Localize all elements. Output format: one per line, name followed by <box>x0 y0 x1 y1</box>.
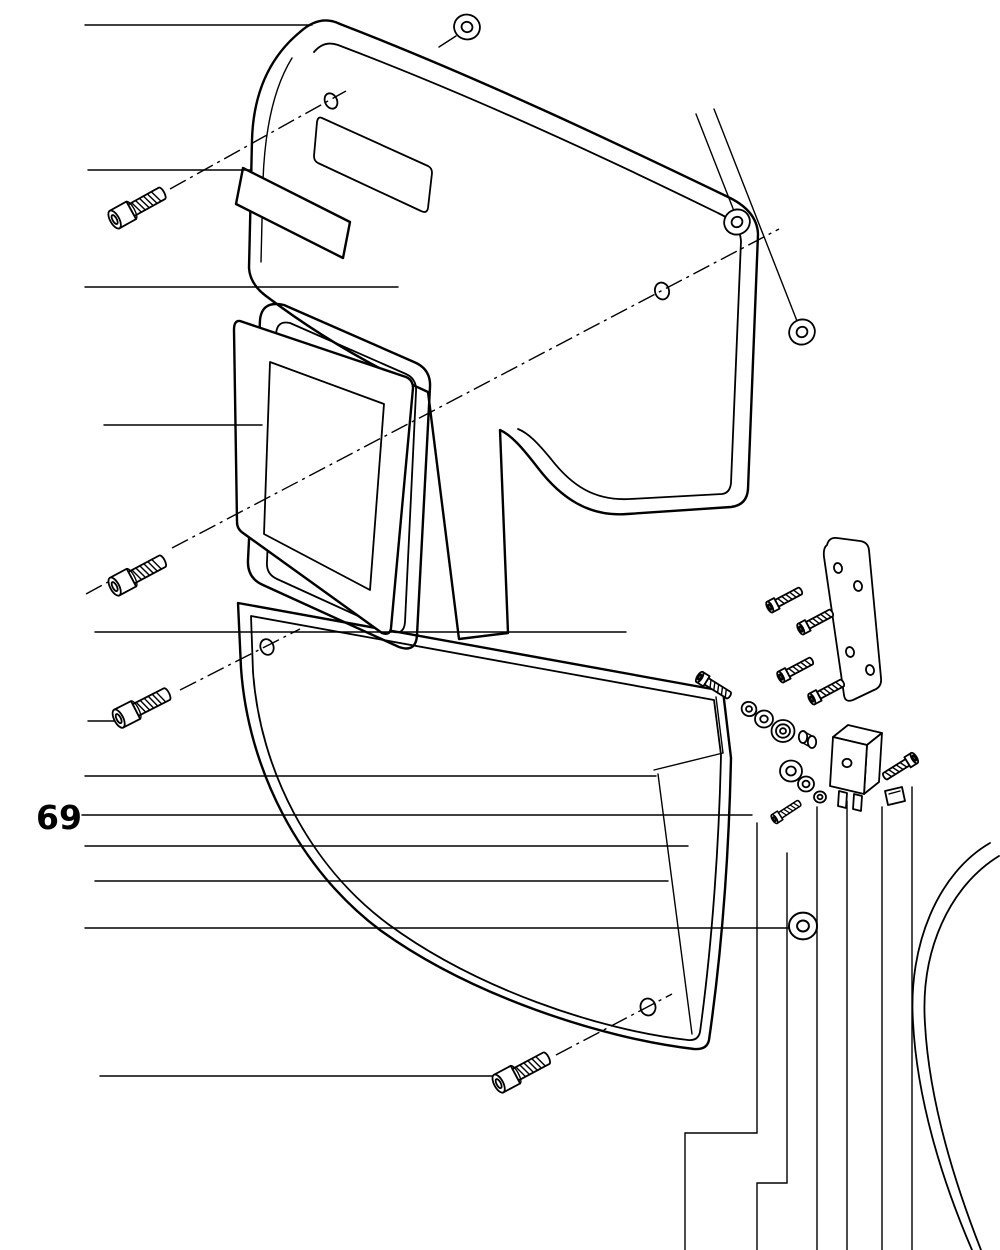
screw-hole <box>639 997 657 1017</box>
callout-lines <box>81 24 792 1077</box>
machine-screw <box>763 584 806 615</box>
part-number-label: 69 <box>36 798 82 837</box>
machine-screw <box>774 654 817 685</box>
machine-screw <box>879 750 921 784</box>
screw-hole <box>259 638 275 656</box>
screw-hole <box>323 92 339 110</box>
flat-washer <box>449 10 485 44</box>
flanged-bearing <box>779 759 827 804</box>
cap-screw <box>105 550 171 599</box>
mounting-bracket-plate <box>822 536 883 702</box>
lower-cover <box>236 601 733 1051</box>
cap-screw <box>104 182 170 232</box>
washer-small <box>754 709 774 729</box>
washer-small <box>740 700 758 718</box>
stepped-leader-lines <box>684 786 913 1250</box>
slot-cutout <box>313 116 433 213</box>
machine-screw <box>769 797 804 826</box>
cover-insert-panel <box>232 319 415 636</box>
bearing-cluster <box>693 669 921 826</box>
machine-screw <box>805 676 848 707</box>
window-flange <box>246 302 432 650</box>
bearing <box>770 719 796 743</box>
screw-hole <box>653 281 671 301</box>
switch-block <box>829 724 883 812</box>
label-strip-plate <box>234 166 352 260</box>
cap-screw <box>109 683 175 731</box>
blade-band <box>911 842 1000 1250</box>
cap-screw <box>489 1047 555 1096</box>
flat-washer <box>787 911 819 941</box>
washer-small <box>813 790 827 804</box>
machine-screw <box>794 606 837 637</box>
diagonal-leader-lines <box>438 35 798 322</box>
clamp-clip <box>884 786 906 806</box>
flat-washer <box>783 313 821 351</box>
spacer-sleeve <box>797 730 818 749</box>
center-lines <box>85 90 780 1056</box>
